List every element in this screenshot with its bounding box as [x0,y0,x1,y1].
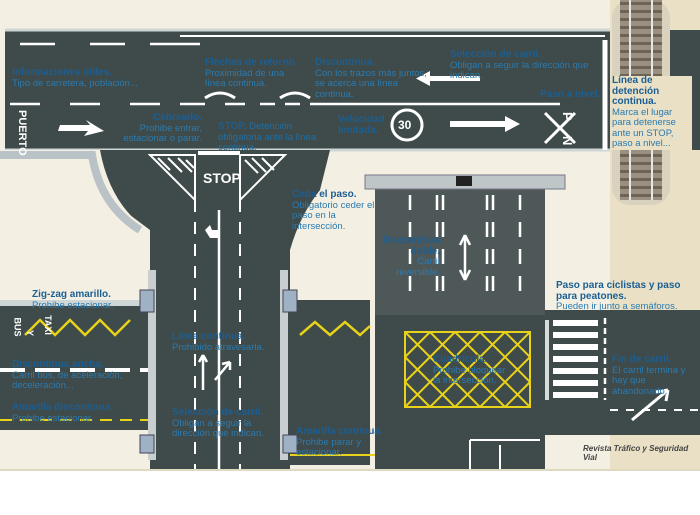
yellow-zigzag [24,318,131,337]
label-linea-continua: Línea continua.Prohibido atravesarla. [172,331,265,353]
taxi-road-text: TAXI [42,315,53,335]
label-fin-carril: Fin de carril.El carril termina y hay qu… [612,354,686,397]
stop-road-text: STOP [203,170,241,186]
bus-road-text: BUS [12,317,23,337]
label-flechas-retorno: Flechas de retorno.Proximidad de una lín… [205,57,298,89]
credit-text: Revista Tráfico y Seguridad Vial [583,444,689,462]
label-paso-nivel: Paso a nivel. [540,89,601,100]
label-stop: STOP. Detención obligatoria ante la líne… [218,121,317,153]
label-discontinua: Discontinua.Con los trazos más juntos, s… [315,57,427,100]
label-zigzag: Zig-zag amarillo.Prohibe estacionar. [32,289,114,311]
y-road-text: Y [25,329,36,337]
speed-limit-value: 30 [398,118,412,132]
label-linea-detencion: Línea de detención continua.Marca el lug… [612,75,692,150]
label-ceda-paso: Ceda el paso.Obligatorio ceder el paso e… [292,189,375,232]
puerto-road-text: PUERTO [16,110,28,156]
side-road [100,150,330,470]
label-amarilla-discontinua: Amarilla discontinua.Prohibe estacionar. [12,402,114,424]
cross-road [375,310,700,435]
label-informaciones: Informaciones útiles.Tipo de carretera, … [12,67,138,89]
main-road [5,30,610,150]
label-discontinua-doble: Discontinua doble.Carril reversible. [382,235,440,278]
label-cuadricula: Cuadrícula.Prohibe bloquear la intersecc… [433,354,506,386]
left-road [0,300,150,430]
yellow-box-grid [404,331,531,408]
label-discontinua-ancha: Discontinua ancha.Carril bus, de acelera… [12,359,123,391]
label-cebreado: Cebreado.Prohibe entrar, estacionar o pa… [123,112,202,144]
label-amarilla-continua: Amarilla continua.Prohibe parar y estaci… [296,426,383,458]
speed-limit-marking [390,108,424,142]
label-seleccion-carril-top: Selección de carril.Obligan a seguir la … [450,49,589,81]
label-paso-ciclistas: Paso para ciclistas y paso para peatones… [556,280,681,312]
label-seleccion-carril-bottom: Selección de carril.Obligan a seguir la … [172,407,264,439]
label-velocidad: Velocidad limitada. [338,114,385,136]
zebra-crossing [553,320,598,398]
railway-crossing-text: P N [560,112,575,152]
